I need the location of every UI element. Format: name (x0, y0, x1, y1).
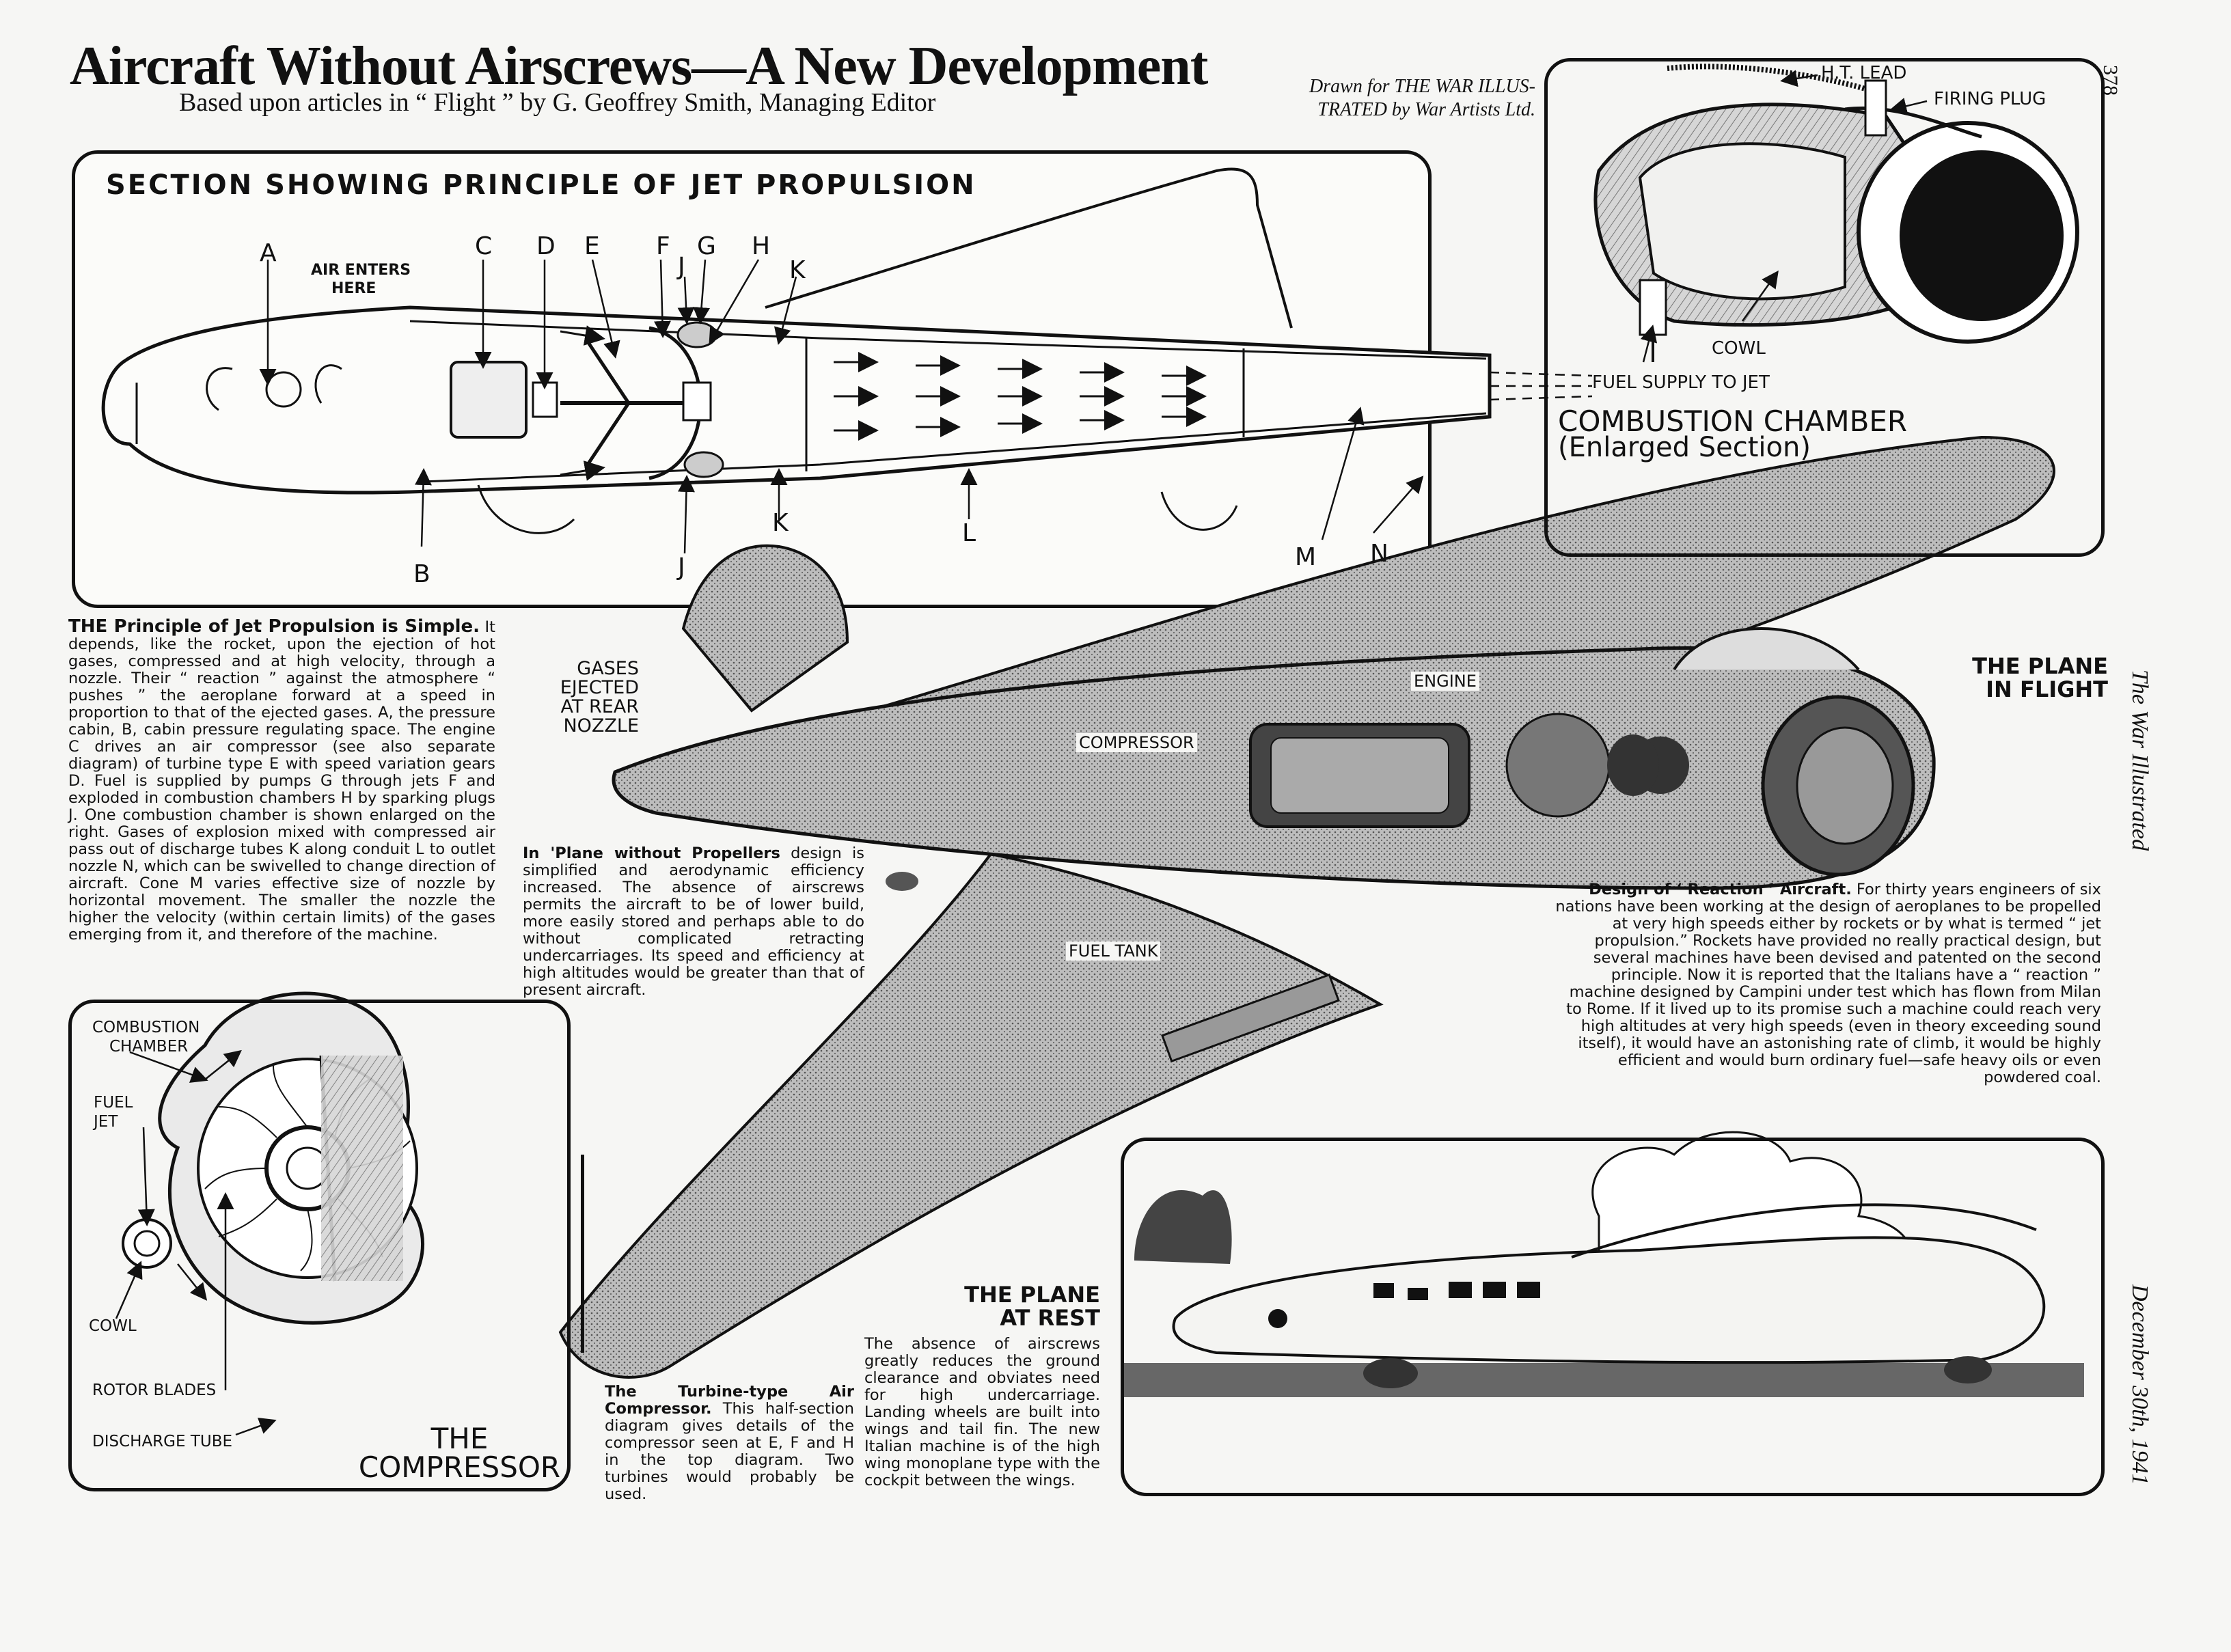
air-enters-label: AIR ENTERS (311, 262, 411, 279)
turbine-lead: The Turbine-type Air Compressor. (605, 1383, 854, 1418)
label-j-bottom: J (678, 553, 685, 581)
label-k-top: K (789, 256, 806, 284)
artist-credit: Drawn for THE WAR ILLUS- TRATED by War A… (1238, 75, 1535, 122)
compressor-title-1: THE (430, 1422, 489, 1455)
label-j-top: J (678, 253, 685, 281)
label-b: B (413, 560, 430, 588)
label-k-bottom: K (772, 509, 789, 537)
rotor-blades-callout: ROTOR BLADES (92, 1381, 217, 1399)
air-enters-label-2: HERE (331, 280, 377, 297)
gases-line-3: AT REAR (560, 696, 640, 717)
label-g: G (697, 232, 716, 260)
reaction-body: For thirty years engineers of six nation… (1555, 881, 2101, 1086)
plane-at-rest-panel (1121, 1138, 2105, 1496)
compressor-title-2: COMPRESSOR (358, 1450, 561, 1484)
page-title: Aircraft Without Airscrews—A New Develop… (70, 36, 1208, 96)
cowl-label: COWL (1712, 338, 1766, 359)
turbine-paragraph: The Turbine-type Air Compressor. This ha… (605, 1383, 854, 1503)
combustion-chamber-callout: COMBUSTION CHAMBER (92, 1018, 200, 1056)
engine-label: ENGINE (1411, 672, 1479, 691)
label-a: A (260, 239, 277, 267)
propellers-body: design is simplified and aerodynamic eff… (523, 844, 864, 999)
fuel-jet-line-2: JET (94, 1113, 118, 1131)
fuel-jet-callout: FUEL JET (94, 1093, 133, 1131)
plane-in-flight-heading-2: IN FLIGHT (1986, 676, 2108, 702)
compressor-label: COMPRESSOR (1076, 733, 1197, 752)
label-f: F (656, 232, 670, 260)
gases-line-1: GASES (577, 658, 639, 679)
combustion-chamber-drawing (1593, 64, 2079, 363)
compressor-callout-2: CHAMBER (109, 1038, 189, 1056)
label-h: H (752, 232, 771, 260)
fuel-jet-line-1: FUEL (94, 1094, 133, 1112)
principle-paragraph: THE Principle of Jet Propulsion is Simpl… (68, 618, 495, 944)
plane-at-rest-heading-2: AT REST (1000, 1305, 1100, 1331)
plane-at-rest-heading-1: THE PLANE (964, 1282, 1100, 1308)
compressor-callout-1: COMBUSTION (92, 1019, 200, 1036)
label-d: D (536, 232, 556, 260)
label-l: L (962, 519, 976, 547)
gases-line-2: EJECTED (560, 677, 639, 698)
combustion-chamber-subtitle: (Enlarged Section) (1558, 432, 1811, 463)
principle-body: It depends, like the rocket, upon the ej… (68, 618, 495, 944)
plane-at-rest-drawing (1121, 1131, 2084, 1397)
credit-line-1: Drawn for THE WAR ILLUS- (1309, 76, 1535, 97)
reaction-paragraph: Design of ‘ Reaction ’ Aircraft. For thi… (1555, 881, 2101, 1086)
compressor-panel (68, 1000, 571, 1491)
plane-in-flight-drawing (558, 435, 2055, 1379)
reaction-lead: Design of ‘ Reaction ’ Aircraft. (1589, 881, 1852, 898)
gases-ejected-label: GASES EJECTED AT REAR NOZZLE (530, 659, 639, 736)
section-diagram-title: SECTION SHOWING PRINCIPLE OF JET PROPULS… (106, 169, 976, 201)
plane-at-rest-heading: THE PLANE AT REST (895, 1283, 1100, 1330)
plane-in-flight-heading-1: THE PLANE (1972, 653, 2108, 679)
combustion-chamber-panel (1544, 58, 2105, 557)
combustion-chamber-title: COMBUSTION CHAMBER (1558, 404, 1908, 438)
fuel-tank-label: FUEL TANK (1066, 941, 1161, 961)
section-fuselage-drawing (101, 167, 1593, 554)
propellers-paragraph: In 'Plane without Propellers design is s… (523, 845, 864, 999)
turbine-body: This half-section diagram gives details … (605, 1400, 854, 1503)
plane-at-rest-paragraph: The absence of airscrews greatly reduces… (864, 1335, 1100, 1489)
compressor-title: THE COMPRESSOR (352, 1424, 567, 1482)
compressor-drawing (115, 991, 425, 1436)
label-n: N (1370, 540, 1388, 568)
propellers-lead: In 'Plane without Propellers (523, 844, 780, 862)
discharge-tube-callout: DISCHARGE TUBE (92, 1433, 233, 1450)
column-rule (581, 1155, 584, 1353)
gases-line-4: NOZZLE (563, 715, 639, 736)
fuel-supply-label: FUEL SUPPLY TO JET (1592, 372, 1770, 393)
credit-line-2: TRATED by War Artists Ltd. (1317, 99, 1535, 120)
cowl-callout: COWL (89, 1317, 137, 1335)
plane-in-flight-heading: THE PLANE IN FLIGHT (1900, 655, 2108, 701)
ht-lead-label: H.T. LEAD (1821, 63, 1907, 83)
label-e: E (584, 232, 600, 260)
label-c: C (475, 232, 493, 260)
page-subtitle: Based upon articles in “ Flight ” by G. … (179, 88, 936, 117)
firing-plug-label: FIRING PLUG (1934, 89, 2047, 109)
label-m: M (1295, 543, 1317, 571)
principle-lead: THE Principle of Jet Propulsion is Simpl… (68, 616, 480, 637)
